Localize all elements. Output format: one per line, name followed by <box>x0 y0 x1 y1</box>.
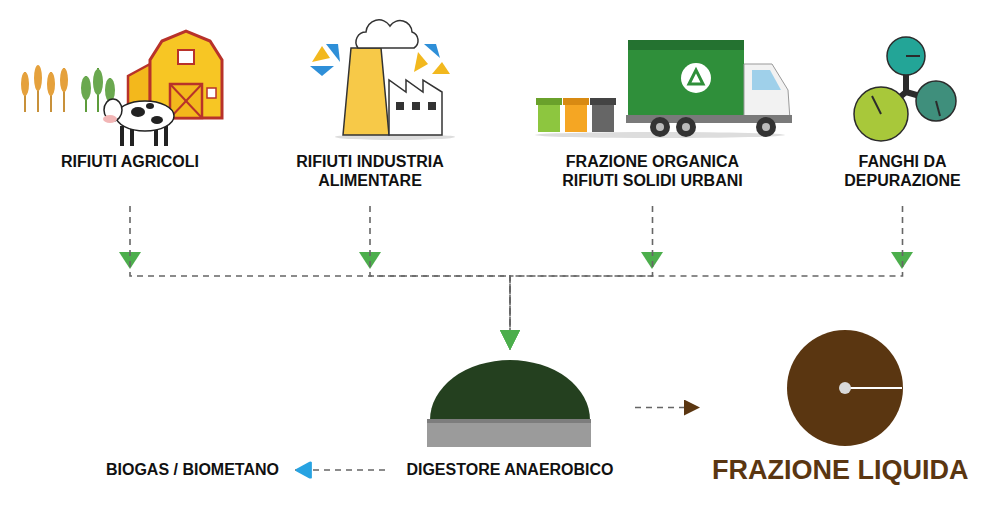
molecule-atom <box>887 37 925 75</box>
barn-window <box>178 50 194 64</box>
waste-bin <box>565 104 587 132</box>
flow-arrowhead <box>119 252 141 269</box>
node-label: FRAZIONE ORGANICA RIFIUTI SOLIDI URBANI <box>540 152 765 190</box>
cow-spot <box>151 116 163 124</box>
flow-connector <box>370 206 510 350</box>
cow-muzzle <box>103 115 117 123</box>
tank-hand <box>845 387 902 389</box>
factory-window <box>396 102 404 110</box>
node-box: FRAZIONE LIQUIDA <box>700 325 990 490</box>
barn-door-brace <box>170 84 202 118</box>
flow-arrowhead <box>359 252 381 269</box>
node-box: RIFIUTI AGRICOLI <box>50 152 210 206</box>
truck-wheel <box>650 117 670 137</box>
truck-window <box>752 70 781 90</box>
tank-circle <box>787 330 903 446</box>
node-box: FRAZIONE ORGANICA RIFIUTI SOLIDI URBANI <box>540 152 765 206</box>
cow-leg <box>164 126 168 146</box>
molecule-atom <box>916 81 956 121</box>
liquid-tank-icon <box>787 330 903 446</box>
gauge-hand <box>936 101 940 116</box>
barn-window <box>207 88 216 98</box>
molecule-atom <box>854 87 908 141</box>
node-box: DIGESTORE ANAEROBICO <box>385 350 635 485</box>
cow-spot <box>131 107 145 117</box>
waste-bin <box>538 104 560 132</box>
smoke-cloud <box>356 20 418 48</box>
recycle-arrow <box>326 44 340 62</box>
wheat-ear <box>47 72 55 96</box>
cow-body <box>116 101 174 131</box>
flow-connector <box>130 206 510 350</box>
recycle-symbol <box>414 44 450 74</box>
truck-wheel <box>756 117 776 137</box>
recycle-arrow <box>312 46 330 62</box>
flow-connector <box>635 407 700 409</box>
tank-dot <box>839 382 851 394</box>
wheat-ear <box>34 65 42 91</box>
plant-leaf <box>93 69 103 95</box>
wheat-icon <box>21 65 115 112</box>
node-label: DIGESTORE ANAEROBICO <box>385 460 635 479</box>
sludge-icon <box>854 37 956 141</box>
recycle-arrow <box>414 52 428 72</box>
barn-door <box>170 84 202 118</box>
factory-building <box>389 80 442 135</box>
node-label: RIFIUTI AGRICOLI <box>50 152 210 171</box>
flow-connector <box>295 469 385 471</box>
truck-logo-arrows <box>689 70 703 84</box>
flow-connector <box>510 206 653 350</box>
node-label: RIFIUTI INDUSTRIA ALIMENTARE <box>275 152 465 190</box>
flow-arrowhead <box>891 252 913 269</box>
node-label: FANGHI DA DEPURAZIONE <box>830 152 975 190</box>
node-box: FANGHI DA DEPURAZIONE <box>830 152 975 206</box>
flow-arrowhead <box>641 252 663 269</box>
node-label: BIOGAS / BIOMETANO <box>55 460 279 479</box>
factory-window <box>428 102 436 110</box>
digester-base <box>427 419 591 447</box>
factory-icon <box>310 20 455 140</box>
truck-top <box>628 40 744 50</box>
bin-lid <box>563 98 589 105</box>
recycle-arrow <box>424 44 440 58</box>
plant-leaf <box>81 76 91 100</box>
wheel-hub <box>656 123 664 131</box>
gauge-hand <box>872 96 881 114</box>
waste-bin <box>592 104 614 132</box>
digester-rim <box>427 419 591 423</box>
flow-connector <box>510 206 903 350</box>
node-box: BIOGAS / BIOMETANO <box>55 457 295 483</box>
recycle-arrow <box>432 62 450 74</box>
wheel-hub <box>682 123 690 131</box>
truck-icon <box>626 40 792 137</box>
gauge-hand <box>906 55 920 57</box>
factory-tower <box>343 48 389 135</box>
cow-leg <box>120 126 124 146</box>
digester-icon <box>427 360 591 447</box>
cow-spot <box>146 103 154 109</box>
wheat-ear <box>60 68 68 92</box>
truck-cab <box>744 64 790 120</box>
digester-dome <box>430 360 590 420</box>
wheel-hub <box>762 123 770 131</box>
bin-lid <box>590 98 616 105</box>
node-box: RIFIUTI INDUSTRIA ALIMENTARE <box>275 152 465 206</box>
truck-body <box>628 40 744 118</box>
wheat-ear <box>21 72 29 96</box>
recycle-arrow <box>310 66 334 76</box>
truck-wheel <box>676 117 696 137</box>
recycle-symbol <box>310 44 340 76</box>
cow-icon <box>103 99 174 146</box>
truck-logo <box>681 63 711 93</box>
node-label: FRAZIONE LIQUIDA <box>712 454 990 486</box>
factory-window <box>412 102 420 110</box>
bin-lid <box>536 98 562 105</box>
barn-door-brace <box>170 84 202 118</box>
